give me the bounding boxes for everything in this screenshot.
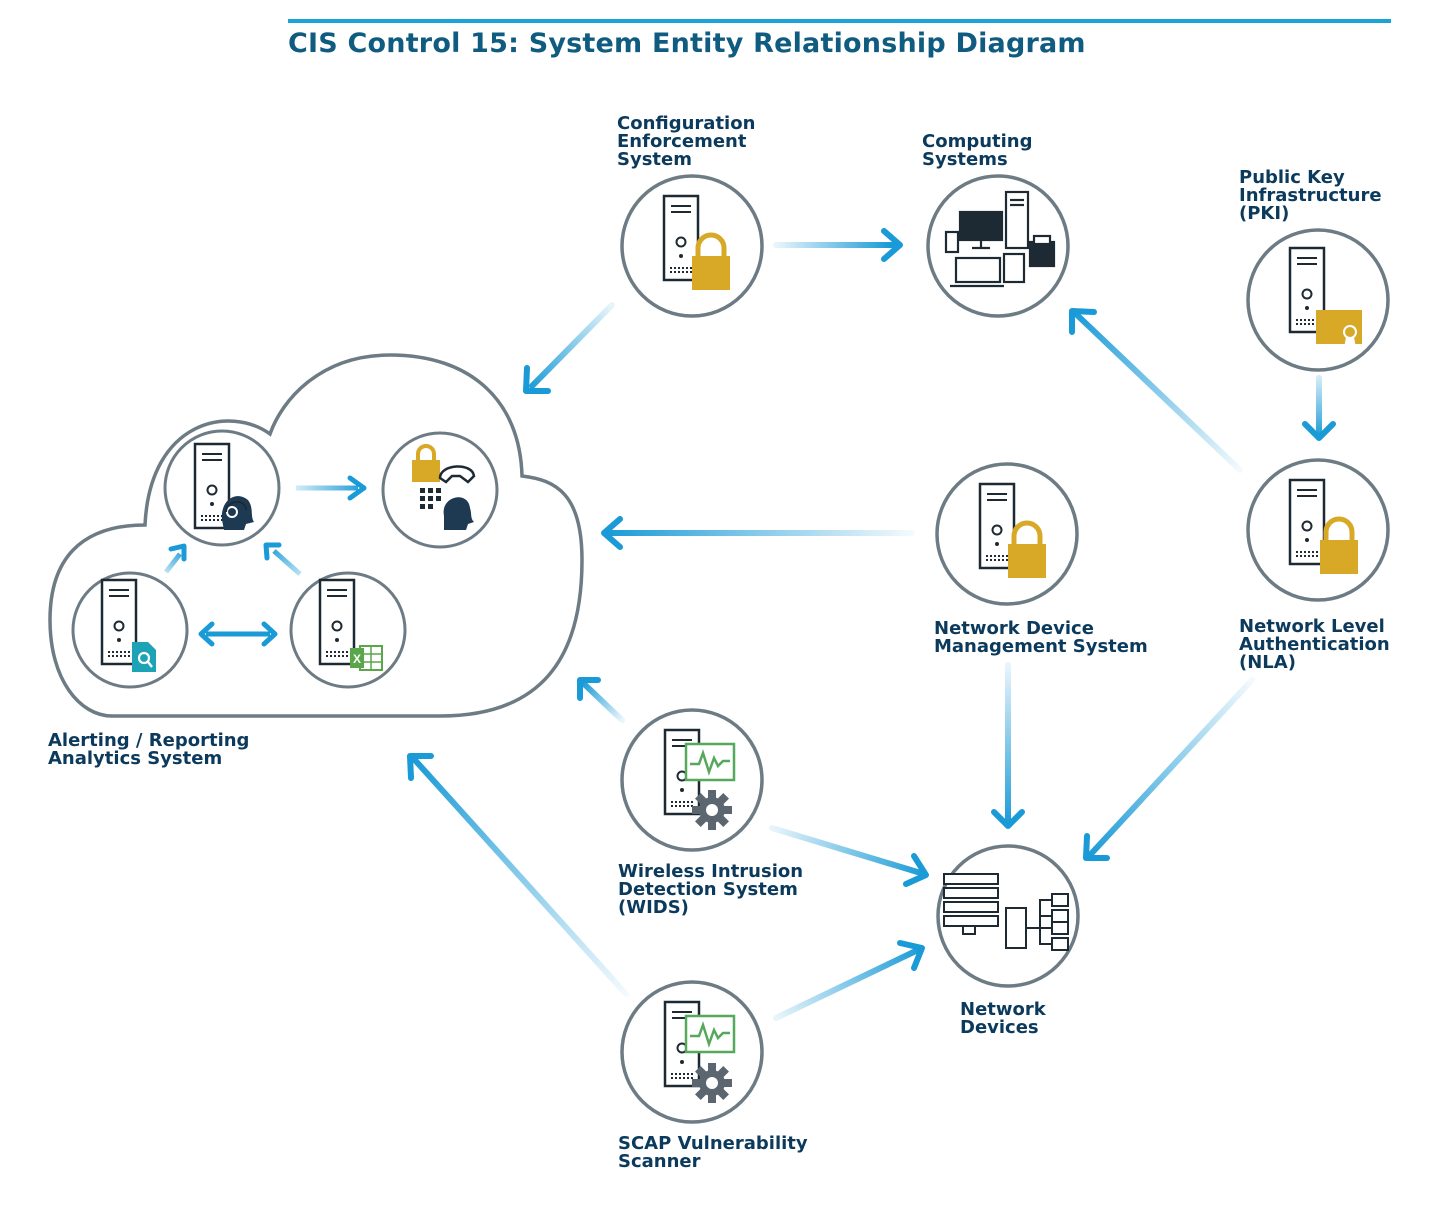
cloud-inner-arrows xyxy=(164,475,367,647)
arrow-ndms-to-cloud xyxy=(601,516,915,550)
node-network-level-authentication xyxy=(1246,458,1390,602)
cloud-node-spreadsheet: X xyxy=(289,571,407,689)
phone-handset-icon xyxy=(438,465,476,484)
network-rack-icon xyxy=(943,873,1069,951)
label-configuration-enforcement: Configuration Enforcement System xyxy=(617,113,756,170)
keypad-icon xyxy=(420,488,441,509)
svg-text:X: X xyxy=(353,652,361,666)
node-network-devices xyxy=(936,844,1080,988)
excel-icon: X xyxy=(350,645,383,671)
arrow-configuration-to-computing xyxy=(773,228,903,262)
arrow-ndms-to-network-devices xyxy=(991,662,1025,829)
arrow-wids-to-network-devices xyxy=(769,825,929,887)
arrow-nla-to-network-devices xyxy=(1083,677,1255,861)
arrow-wids-to-cloud xyxy=(577,677,625,723)
arrow-configuration-to-cloud xyxy=(523,302,615,394)
cloud-node-secure-phone xyxy=(381,431,499,549)
certificate-icon xyxy=(1316,310,1362,348)
label-network-device-management: Network Device Management System xyxy=(934,618,1148,657)
node-scap xyxy=(620,980,764,1124)
arrow-scap-to-network-devices xyxy=(773,940,925,1021)
title-rule xyxy=(288,19,1391,23)
relationship-arrows xyxy=(407,228,1336,1021)
arrow-nla-to-computing xyxy=(1069,308,1243,473)
arrow-scap-to-cloud xyxy=(407,753,629,997)
search-document-icon xyxy=(132,642,156,672)
label-computing-systems: Computing Systems xyxy=(922,131,1033,170)
computing-devices-icon xyxy=(944,190,1056,288)
operator-head-icon xyxy=(443,497,474,530)
small-lock-icon xyxy=(412,444,440,482)
label-pki: Public Key Infrastructure (PKI) xyxy=(1239,167,1382,224)
node-wids xyxy=(620,708,764,852)
label-wids: Wireless Intrusion Detection System (WID… xyxy=(618,861,804,918)
label-scap: SCAP Vulnerability Scanner xyxy=(618,1133,808,1172)
headset-agent-icon xyxy=(221,496,254,530)
node-pki xyxy=(1246,228,1390,372)
cloud-node-search-report xyxy=(71,571,189,689)
cloud-node-support xyxy=(163,429,281,547)
node-configuration-enforcement xyxy=(620,174,764,318)
node-computing-systems xyxy=(926,174,1070,318)
node-network-device-management xyxy=(935,462,1079,606)
label-network-devices: Network Devices xyxy=(960,999,1046,1038)
label-alerting-reporting: Alerting / Reporting Analytics System xyxy=(48,730,250,769)
page-title: CIS Control 15: System Entity Relationsh… xyxy=(288,28,1086,59)
arrow-pki-to-nla xyxy=(1302,375,1336,441)
label-nla: Network Level Authentication (NLA) xyxy=(1239,616,1390,673)
